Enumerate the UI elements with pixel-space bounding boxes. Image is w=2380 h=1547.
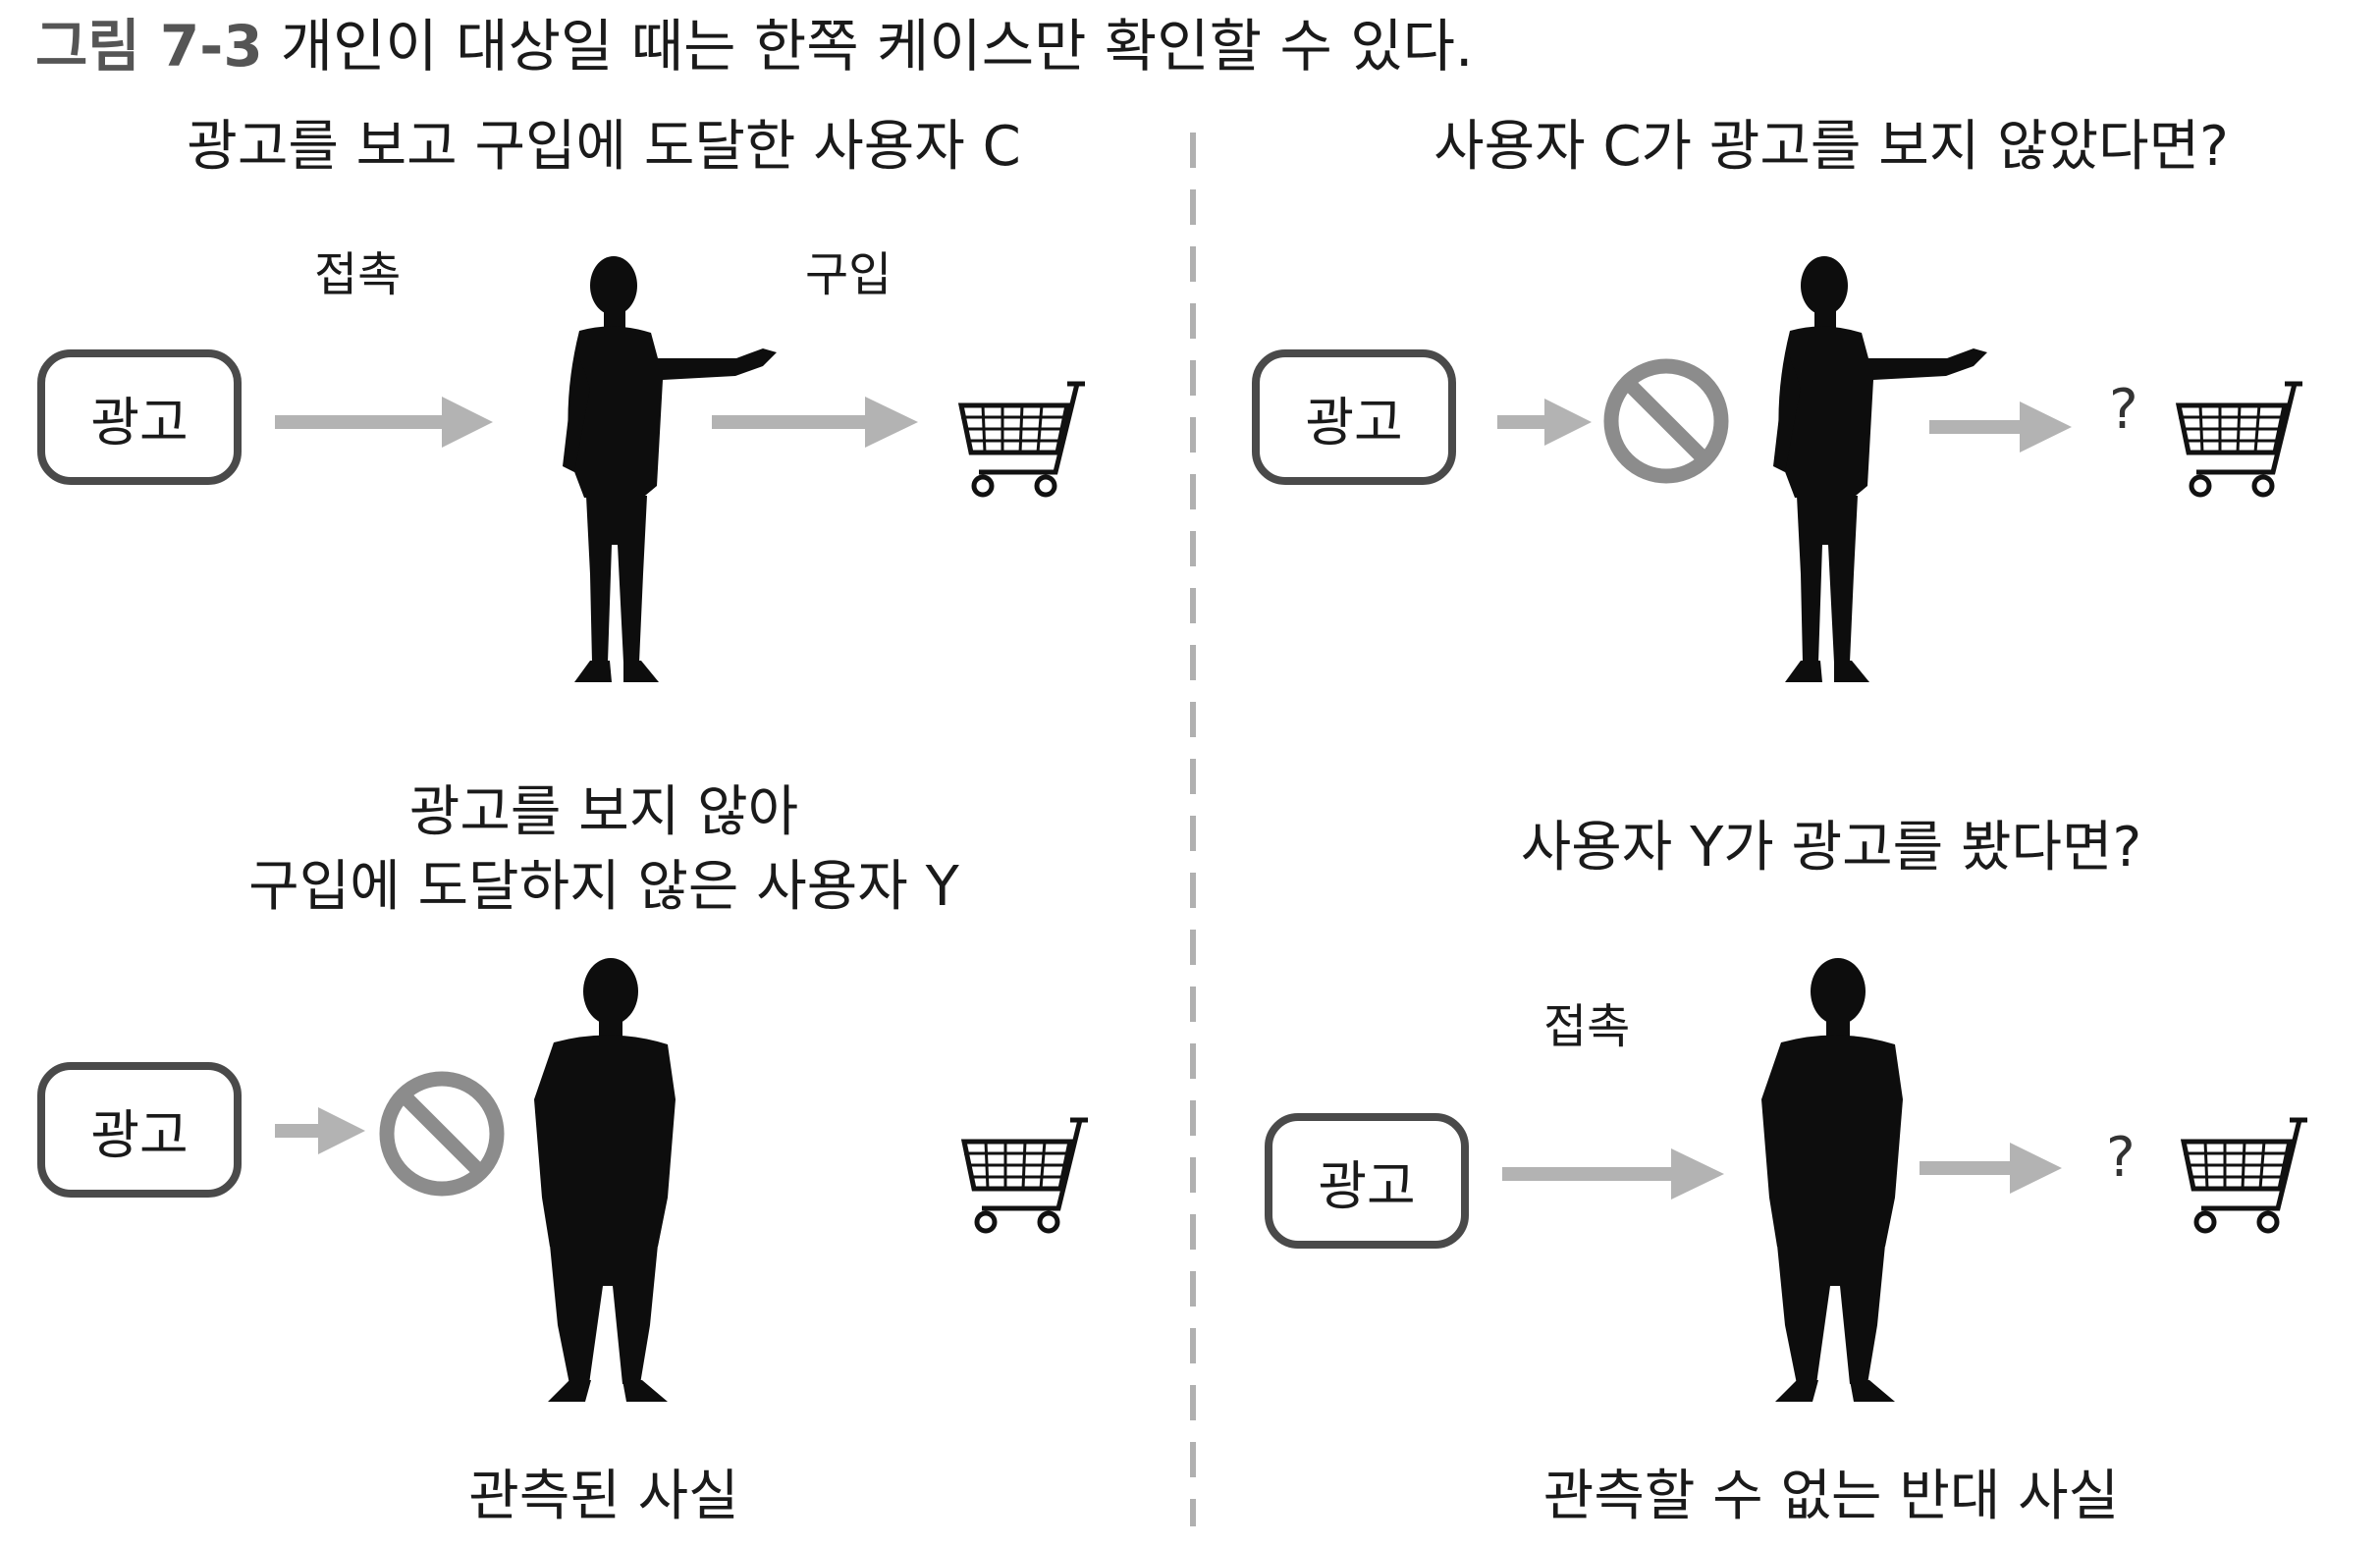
arrow-contact [1502, 1148, 1724, 1200]
shopping-cart-icon [960, 1117, 1088, 1234]
person-standing-icon [1761, 958, 1903, 1402]
question-mark: ? [2106, 1126, 2136, 1190]
ad-box: 광고 [37, 349, 242, 485]
panel-title-counterfactual-c: 사용자 C가 광고를 보지 않았다면? [1433, 115, 2229, 179]
arrow-purchase [1929, 401, 2072, 453]
divider-line [1190, 133, 1196, 1526]
person-standing-icon [534, 958, 676, 1402]
shopping-cart-icon [957, 381, 1085, 498]
panel-title-observed-y-line2: 구입에 도달하지 않은 사용자 Y [248, 855, 959, 919]
ad-box: 광고 [1265, 1113, 1469, 1249]
arrow-short [1497, 399, 1592, 446]
label-contact: 접촉 [314, 247, 402, 302]
arrow-contact [275, 397, 493, 448]
label-purchase: 구입 [805, 247, 892, 302]
arrow-short [275, 1107, 365, 1154]
shopping-cart-icon [2180, 1117, 2307, 1234]
arrow-purchase [1920, 1143, 2062, 1194]
prohibit-icon [1603, 358, 1729, 484]
panel-title-counterfactual-y: 사용자 Y가 광고를 봤다면? [1520, 816, 2142, 880]
panel-title-observed-c: 광고를 보고 구입에 도달한 사용자 C [187, 115, 1021, 179]
arrow-purchase [712, 397, 918, 448]
ad-box: 광고 [37, 1062, 242, 1198]
ad-box: 광고 [1252, 349, 1456, 485]
figure-number: 그림 7-3 [35, 13, 263, 80]
question-mark: ? [2109, 378, 2138, 442]
person-pointing-icon [1773, 256, 1987, 682]
caption-observed: 관측된 사실 [468, 1465, 739, 1528]
person-pointing-icon [563, 256, 777, 682]
caption-counterfactual: 관측할 수 없는 반대 사실 [1542, 1465, 2120, 1528]
figure-title: 그림 7-3 개인이 대상일 때는 한쪽 케이스만 확인할 수 있다. [35, 12, 1473, 80]
figure-caption-text: 개인이 대상일 때는 한쪽 케이스만 확인할 수 있다. [280, 13, 1474, 80]
shopping-cart-icon [2175, 381, 2302, 498]
prohibit-icon [379, 1071, 505, 1197]
label-contact: 접촉 [1543, 999, 1631, 1054]
panel-title-observed-y-line1: 광고를 보지 않아 [408, 780, 799, 844]
